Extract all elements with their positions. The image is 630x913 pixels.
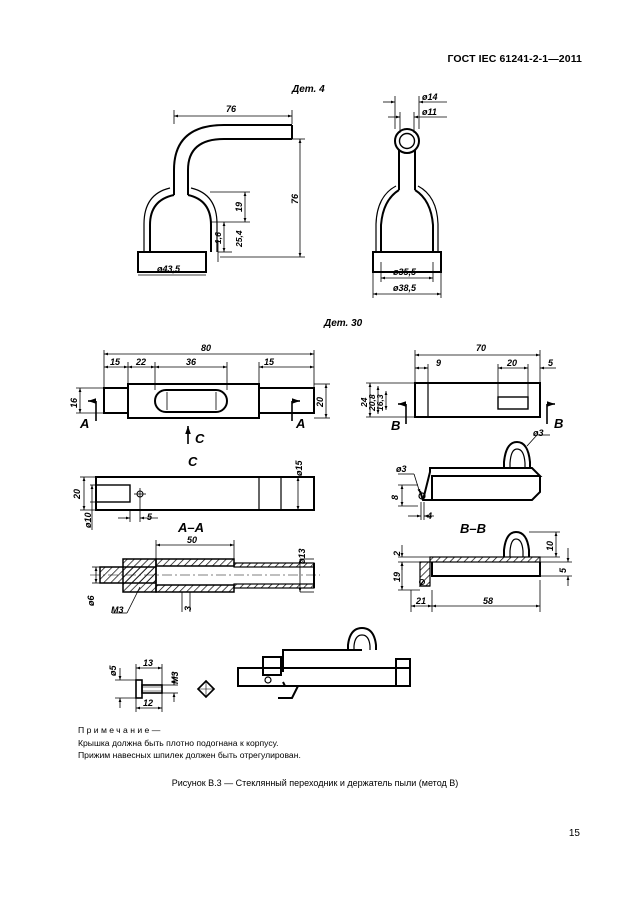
d30-dim-3: 3 [183,606,193,611]
d30-dim-20-8: 20,8 [367,394,377,412]
d30-side-view [414,382,541,418]
mark-b-left: B [391,418,400,433]
d30-dim-12: 12 [143,698,153,708]
d30-section-bb [418,530,541,587]
d30-view-c [95,476,315,511]
d30-dim-d6: ø6 [86,595,96,606]
d30-dim-5b: 5 [147,512,153,522]
d30-holder-view [418,440,543,501]
d30-dim-d3b: ø3 [396,464,407,474]
d30-dim-d13: ø13 [297,548,307,564]
d4-dim-d11: ø11 [422,107,437,117]
mark-b-right: B [554,416,563,431]
d30-dim-9: 9 [436,358,441,368]
d30-dim-24: 24 [359,397,369,408]
mark-a-left: A [79,416,89,431]
d30-view-c-dims [80,476,314,530]
d30-dim-m3b: M3 [170,671,180,684]
d30-dim-d15: ø15 [294,459,304,476]
detail-30-title: Дет. 30 [323,318,363,329]
d30-section-aa [90,558,320,593]
d30-dim-m3a: M3 [111,605,124,615]
d30-dim-16: 16 [69,397,79,408]
d4-dim-76-height: 76 [290,193,300,204]
d4-dim-76-width: 76 [226,104,237,114]
d30-dim-36: 36 [186,357,197,367]
mark-a-right: A [295,416,305,431]
d30-dim-5c: 5 [558,567,568,573]
d30-dim-d3a: ø3 [533,428,544,438]
d4-dim-base-dia: ø43,5 [157,264,181,274]
d30-dim-50: 50 [187,535,197,545]
d30-dim-19b: 19 [392,572,402,582]
detail-4-front-dims [138,110,305,276]
d4-dim-d35-5: ø35,5 [393,267,417,277]
d4-dim-25-4: 25,4 [234,230,244,248]
note-line-1: Крышка должна быть плотно подогнана к ко… [78,737,279,748]
d30-dim-13: 13 [143,658,153,668]
d30-dim-2: 2 [392,551,402,557]
standard-header: ГОСТ IEC 61241-2-1—2011 [447,53,582,65]
d30-dim-10: 10 [545,541,555,551]
d30-front-view [103,383,315,419]
d30-dim-d10: ø10 [83,512,93,528]
detail-4-side-dims [372,96,447,298]
view-c-label: C [188,454,198,469]
d30-holder-dims [398,434,550,520]
d30-dim-21: 21 [415,596,426,606]
drawing-note: Примечание— Крышка должна быть плотно по… [78,724,301,762]
d30-screw-dims [115,664,178,712]
d30-front-dims [76,350,330,444]
figure-caption: Рисунок В.3 — Стеклянный переходник и де… [171,778,459,788]
d30-side-dims [366,350,556,424]
detail-4-front-view [137,124,293,273]
d30-section-bb-dims [398,531,572,612]
mark-c-arrow: C [195,431,205,446]
d30-assembly-view [237,626,411,699]
section-bb-label: B–B [460,521,486,536]
d30-dim-4: 4 [426,511,432,521]
detail-4-title: Дет. 4 [291,84,325,95]
section-aa-label: A–A [177,520,204,535]
d30-dim-22: 22 [135,357,146,367]
d30-section-aa-dims [92,540,314,614]
d4-dim-19: 19 [234,202,244,212]
d30-dim-20a: 20 [315,397,325,408]
d4-dim-d38-5: ø38,5 [393,283,417,293]
d30-dim-16-3: 16,3 [375,394,385,411]
detail-4-side-view [372,128,442,273]
d30-dim-5a: 5 [548,358,554,368]
page-number: 15 [568,828,580,839]
d30-dim-70: 70 [476,343,486,353]
d30-dim-d5: ø5 [108,665,118,676]
d30-dim-15a: 15 [110,357,121,367]
note-line-2: Прижим навесных шпилек должен быть отрег… [78,750,301,760]
note-title: Примечание— [78,725,163,735]
d30-dim-20c: 20 [72,489,82,500]
d30-screw-detail [135,679,216,699]
d30-dim-58: 58 [483,596,493,606]
d30-dim-80: 80 [201,343,211,353]
d4-dim-d14: ø14 [422,92,438,102]
d30-dim-15b: 15 [264,357,275,367]
d30-dim-8: 8 [390,495,400,500]
d4-dim-1-6: 1,6 [213,232,223,244]
d30-dim-20b: 20 [506,358,517,368]
